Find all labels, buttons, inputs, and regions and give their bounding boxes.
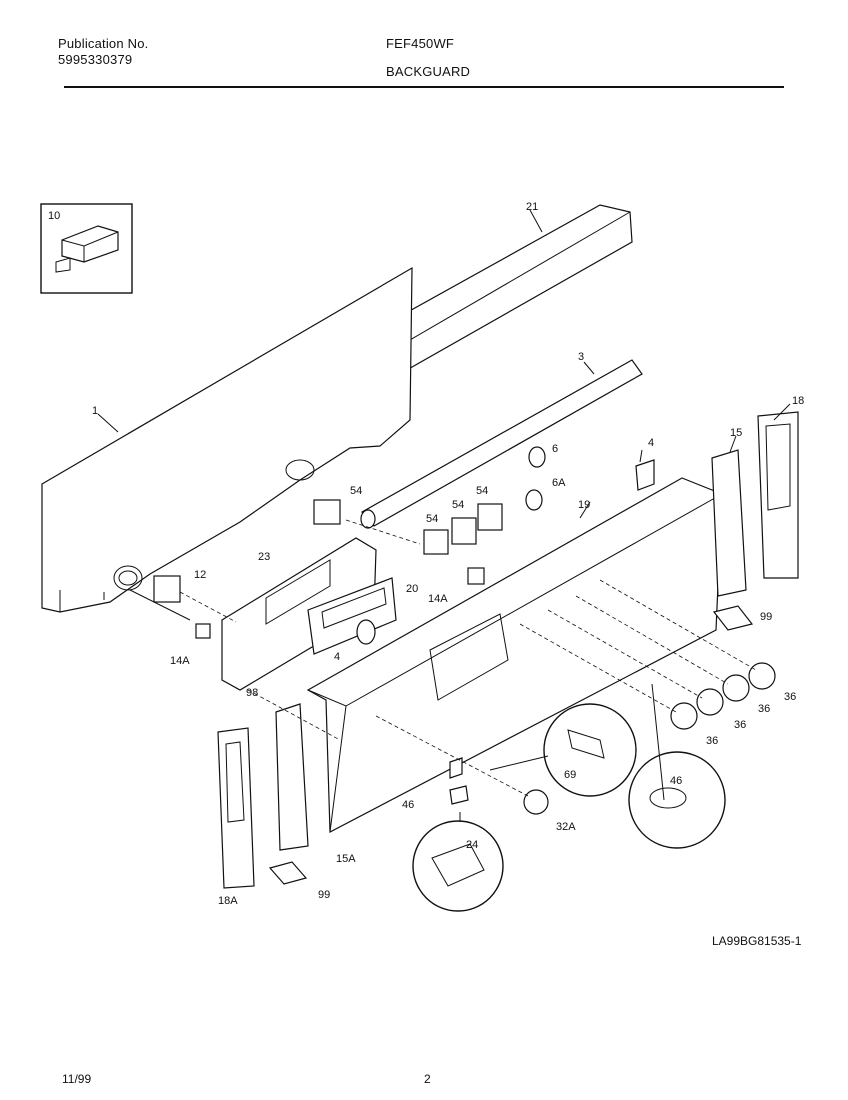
part-18-end-cap [757,411,799,579]
callout-69: 69 [564,769,576,781]
callout-36: 36 [734,719,746,731]
part-18A-end-cap [217,727,255,889]
detail-24 [412,820,504,912]
part-54-switches [313,499,503,555]
drawing-code: LA99BG81535-1 [712,934,802,948]
part-15A-end-bracket [275,703,309,851]
callout-99: 99 [760,611,772,623]
part-36-knobs [523,662,776,815]
callout-18: 18 [792,395,804,407]
part-3-tube [360,359,643,529]
callout-6: 6 [552,443,558,455]
callout-98: 98 [246,687,258,699]
callouts: 10 21 3 1 18 15 4 6 6A 19 54 54 54 54 12… [48,201,804,907]
callout-4: 4 [648,437,654,449]
callout-46: 46 [670,775,682,787]
model-number: FEF450WF [386,36,455,51]
callout-18A: 18A [218,895,238,907]
part-1-rear-panel [41,266,413,613]
callout-54: 54 [476,485,488,497]
publication-label: Publication No. [58,36,149,51]
callout-14A: 14A [170,655,190,667]
callout-21: 21 [526,201,538,213]
header-rule [64,86,784,88]
callout-24: 24 [466,839,478,851]
callout-19: 19 [578,499,590,511]
detail-69 [543,703,637,797]
callout-10: 10 [48,210,60,222]
part-99-clips [268,605,754,885]
callout-6A: 6A [552,477,566,489]
callout-23: 23 [258,551,270,563]
callout-15: 15 [730,427,742,439]
callout-54: 54 [452,499,464,511]
callout-14A: 14A [428,593,448,605]
part-12-thermostat [113,565,191,621]
footer-date: 11/99 [62,1072,92,1086]
detail-46 [628,751,726,849]
section-title: BACKGUARD [386,64,471,79]
callout-54: 54 [426,513,438,525]
callout-1: 1 [92,405,98,417]
callout-20: 20 [406,583,418,595]
callout-3: 3 [578,351,584,363]
part-19-control-panel [306,477,723,833]
leader-lines [97,209,791,822]
assembly-lines [179,519,757,797]
callout-36: 36 [706,735,718,747]
page-number: 2 [424,1072,431,1086]
callout-54: 54 [350,485,362,497]
callout-4: 4 [334,651,340,663]
callout-32A: 32A [556,821,576,833]
publication-number: 5995330379 [58,52,133,67]
callout-36: 36 [784,691,796,703]
callout-12: 12 [194,569,206,581]
inset-part-10 [40,203,133,294]
part-20-board [307,577,397,655]
part-15-end-bracket [711,449,747,597]
small-parts [195,446,655,805]
callout-99: 99 [318,889,330,901]
callout-46: 46 [402,799,414,811]
callout-15A: 15A [336,853,356,865]
callout-36: 36 [758,703,770,715]
